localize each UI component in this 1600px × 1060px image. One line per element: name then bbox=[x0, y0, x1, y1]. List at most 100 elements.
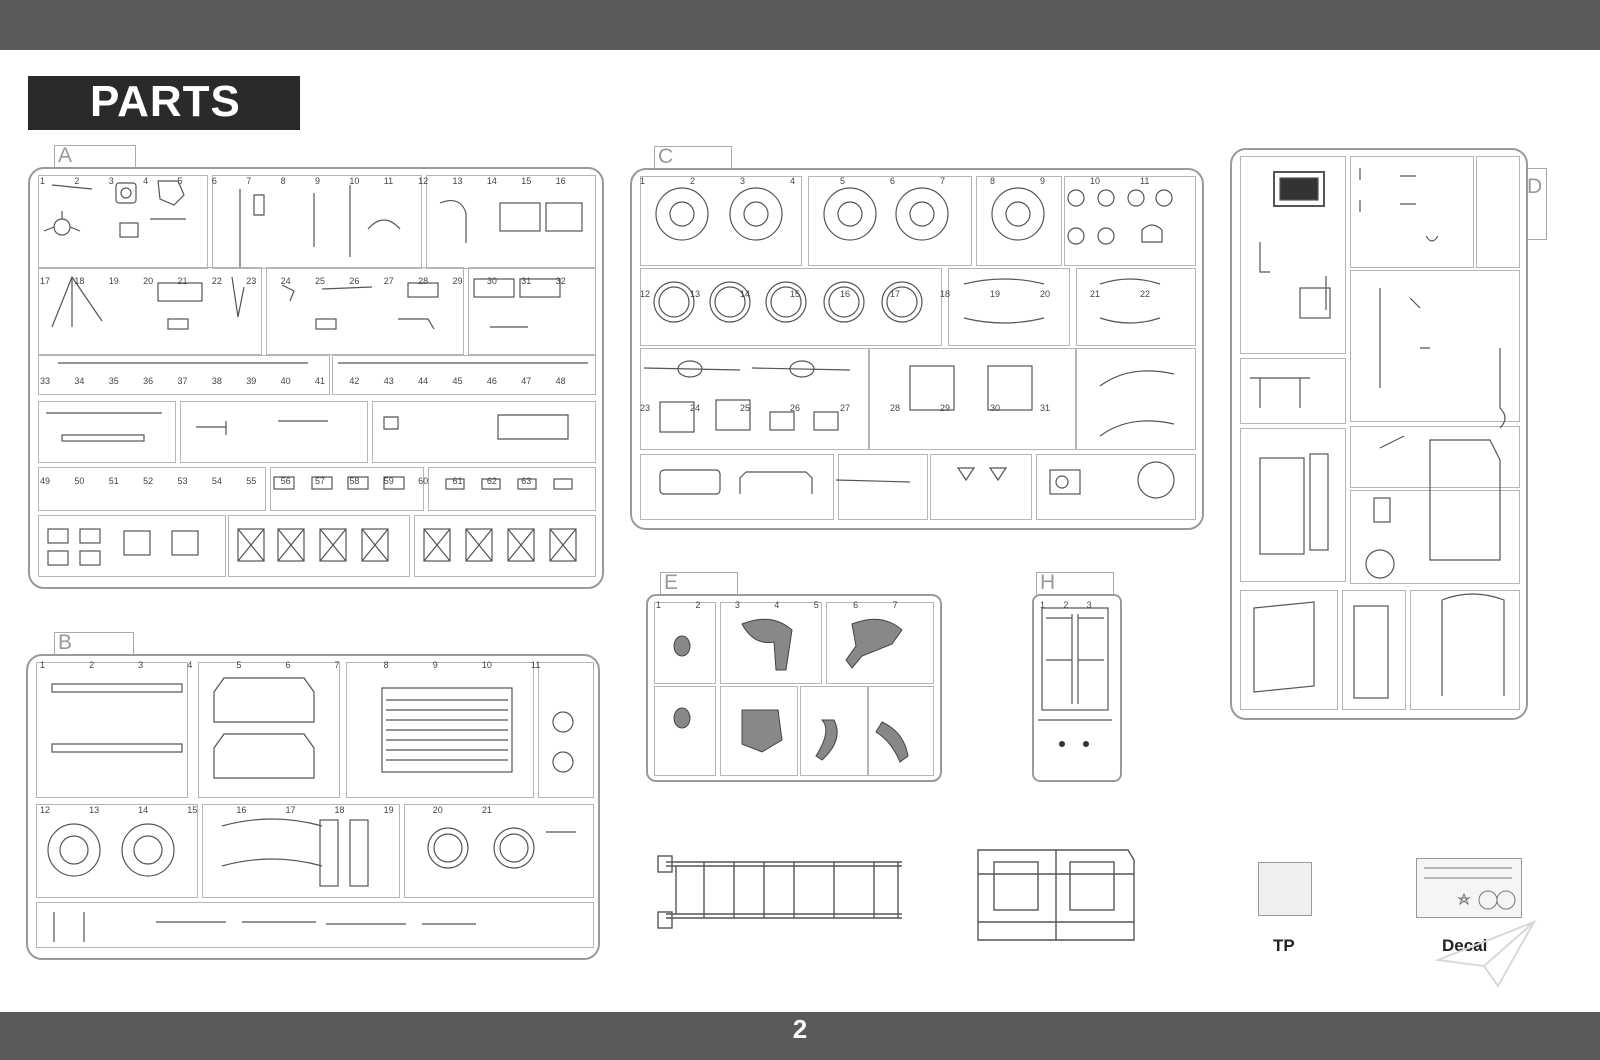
part-number-c-18: 18 bbox=[940, 289, 951, 300]
part-number-e-5: 5 bbox=[813, 600, 819, 610]
part-number-b-14: 14 bbox=[138, 805, 149, 815]
part-number-a-37: 37 bbox=[177, 376, 188, 386]
sprue-h-tab: H bbox=[1036, 571, 1114, 595]
part-number-b-3: 3 bbox=[138, 660, 144, 670]
part-number-c-26: 26 bbox=[790, 402, 801, 413]
part-number-c-5: 5 bbox=[840, 176, 846, 186]
part-number-a-55: 55 bbox=[246, 476, 257, 486]
sprue-d-parts-drawing bbox=[1250, 168, 1506, 699]
part-number-a-42: 42 bbox=[349, 376, 360, 386]
part-number-c-20: 20 bbox=[1040, 289, 1051, 300]
part-number-a-32: 32 bbox=[555, 276, 566, 286]
part-number-a-23: 23 bbox=[246, 276, 257, 286]
part-number-c-15: 15 bbox=[790, 289, 801, 300]
part-number-a-30: 30 bbox=[486, 276, 497, 286]
part-number-a-22: 22 bbox=[211, 276, 222, 286]
part-number-a-53: 53 bbox=[177, 476, 188, 486]
sprue-h-letter: H bbox=[1040, 571, 1056, 594]
part-number-e-1: 1 bbox=[656, 600, 662, 610]
part-number-h-3: 3 bbox=[1086, 600, 1092, 610]
part-number-c-6: 6 bbox=[890, 176, 896, 186]
part-number-c-12: 12 bbox=[640, 289, 651, 300]
part-number-b-15: 15 bbox=[187, 805, 198, 815]
part-number-e-6: 6 bbox=[853, 600, 859, 610]
sprue-c-parts-drawing bbox=[643, 187, 1175, 499]
part-number-a-47: 47 bbox=[521, 376, 532, 386]
part-number-b-11: 11 bbox=[530, 660, 541, 670]
page-title-box: PARTS bbox=[28, 76, 300, 130]
part-number-a-8: 8 bbox=[280, 176, 286, 186]
part-number-b-16: 16 bbox=[236, 805, 247, 815]
part-number-a-61: 61 bbox=[452, 476, 463, 486]
sprue-a-letter: A bbox=[58, 144, 73, 167]
part-number-b-17: 17 bbox=[285, 805, 296, 815]
part-number-a-27: 27 bbox=[383, 276, 394, 286]
part-number-h-1: 1 bbox=[1040, 600, 1046, 610]
part-number-a-54: 54 bbox=[211, 476, 222, 486]
part-number-b-5: 5 bbox=[236, 660, 242, 670]
bottom-bar bbox=[0, 1012, 1600, 1060]
sprue-e-figures-drawing bbox=[673, 618, 909, 763]
part-number-c-11: 11 bbox=[1140, 176, 1150, 186]
part-number-a-18: 18 bbox=[74, 276, 85, 286]
part-number-a-19: 19 bbox=[108, 276, 119, 286]
truck-cab-body-drawing bbox=[977, 849, 1135, 941]
part-number-a-2: 2 bbox=[74, 176, 80, 186]
sprue-c-letter: C bbox=[658, 145, 674, 168]
part-number-c-31: 31 bbox=[1040, 402, 1051, 413]
part-number-a-59: 59 bbox=[383, 476, 394, 486]
part-number-a-38: 38 bbox=[211, 376, 222, 386]
sprue-b-tab: B bbox=[54, 631, 134, 655]
site-watermark: MOXINGFANS.COM bbox=[1408, 994, 1553, 1010]
sprue-a-parts-drawing bbox=[43, 180, 588, 566]
part-number-a-1: 1 bbox=[40, 176, 46, 186]
part-number-c-30: 30 bbox=[990, 402, 1001, 413]
sprue-b-frame bbox=[26, 654, 600, 960]
photo-etch-sheet bbox=[1258, 862, 1312, 916]
part-number-b-6: 6 bbox=[285, 660, 291, 670]
part-number-c-23: 23 bbox=[640, 402, 651, 413]
part-number-a-6: 6 bbox=[211, 176, 217, 186]
part-number-c-28: 28 bbox=[890, 402, 901, 413]
sprue-h-frame bbox=[1032, 594, 1122, 782]
part-number-b-10: 10 bbox=[481, 660, 492, 670]
part-number-a-49: 49 bbox=[40, 476, 51, 486]
part-number-a-20: 20 bbox=[143, 276, 154, 286]
top-bar bbox=[0, 0, 1600, 50]
sprue-h-clear-parts-drawing bbox=[1038, 607, 1112, 747]
part-number-c-27: 27 bbox=[840, 402, 851, 413]
sprue-d-letter: D bbox=[1527, 175, 1543, 198]
part-number-a-3: 3 bbox=[108, 176, 114, 186]
part-number-a-10: 10 bbox=[349, 176, 360, 186]
sprue-e-frame bbox=[646, 594, 942, 782]
part-number-c-3: 3 bbox=[740, 176, 746, 186]
part-number-c-17: 17 bbox=[890, 289, 901, 300]
photo-etch-label: TP bbox=[1273, 936, 1295, 955]
part-number-c-1: 1 bbox=[640, 176, 646, 186]
part-number-c-21: 21 bbox=[1090, 289, 1101, 300]
part-number-c-9: 9 bbox=[1040, 176, 1046, 186]
part-number-a-14: 14 bbox=[486, 176, 497, 186]
sprue-b-letter: B bbox=[58, 631, 73, 654]
part-number-a-58: 58 bbox=[349, 476, 360, 486]
part-number-a-51: 51 bbox=[108, 476, 119, 486]
sprue-b-parts-drawing bbox=[47, 677, 576, 942]
part-number-a-44: 44 bbox=[418, 376, 429, 386]
part-number-a-62: 62 bbox=[486, 476, 497, 486]
part-number-c-25: 25 bbox=[740, 402, 751, 413]
part-number-b-13: 13 bbox=[89, 805, 100, 815]
sprue-e-letter: E bbox=[664, 571, 679, 594]
part-number-a-60: 60 bbox=[418, 476, 429, 486]
part-number-a-13: 13 bbox=[452, 176, 463, 186]
part-number-b-18: 18 bbox=[334, 805, 345, 815]
part-number-e-2: 2 bbox=[695, 600, 701, 610]
part-number-a-33: 33 bbox=[40, 376, 51, 386]
part-number-a-7: 7 bbox=[246, 176, 252, 186]
decal-sheet-contents bbox=[1424, 867, 1516, 910]
part-number-b-19: 19 bbox=[383, 805, 394, 815]
part-number-b-4: 4 bbox=[187, 660, 193, 670]
sprue-a-tab: A bbox=[54, 144, 136, 168]
part-number-c-14: 14 bbox=[740, 289, 751, 300]
part-number-a-21: 21 bbox=[177, 276, 188, 286]
part-number-a-5: 5 bbox=[177, 176, 183, 186]
